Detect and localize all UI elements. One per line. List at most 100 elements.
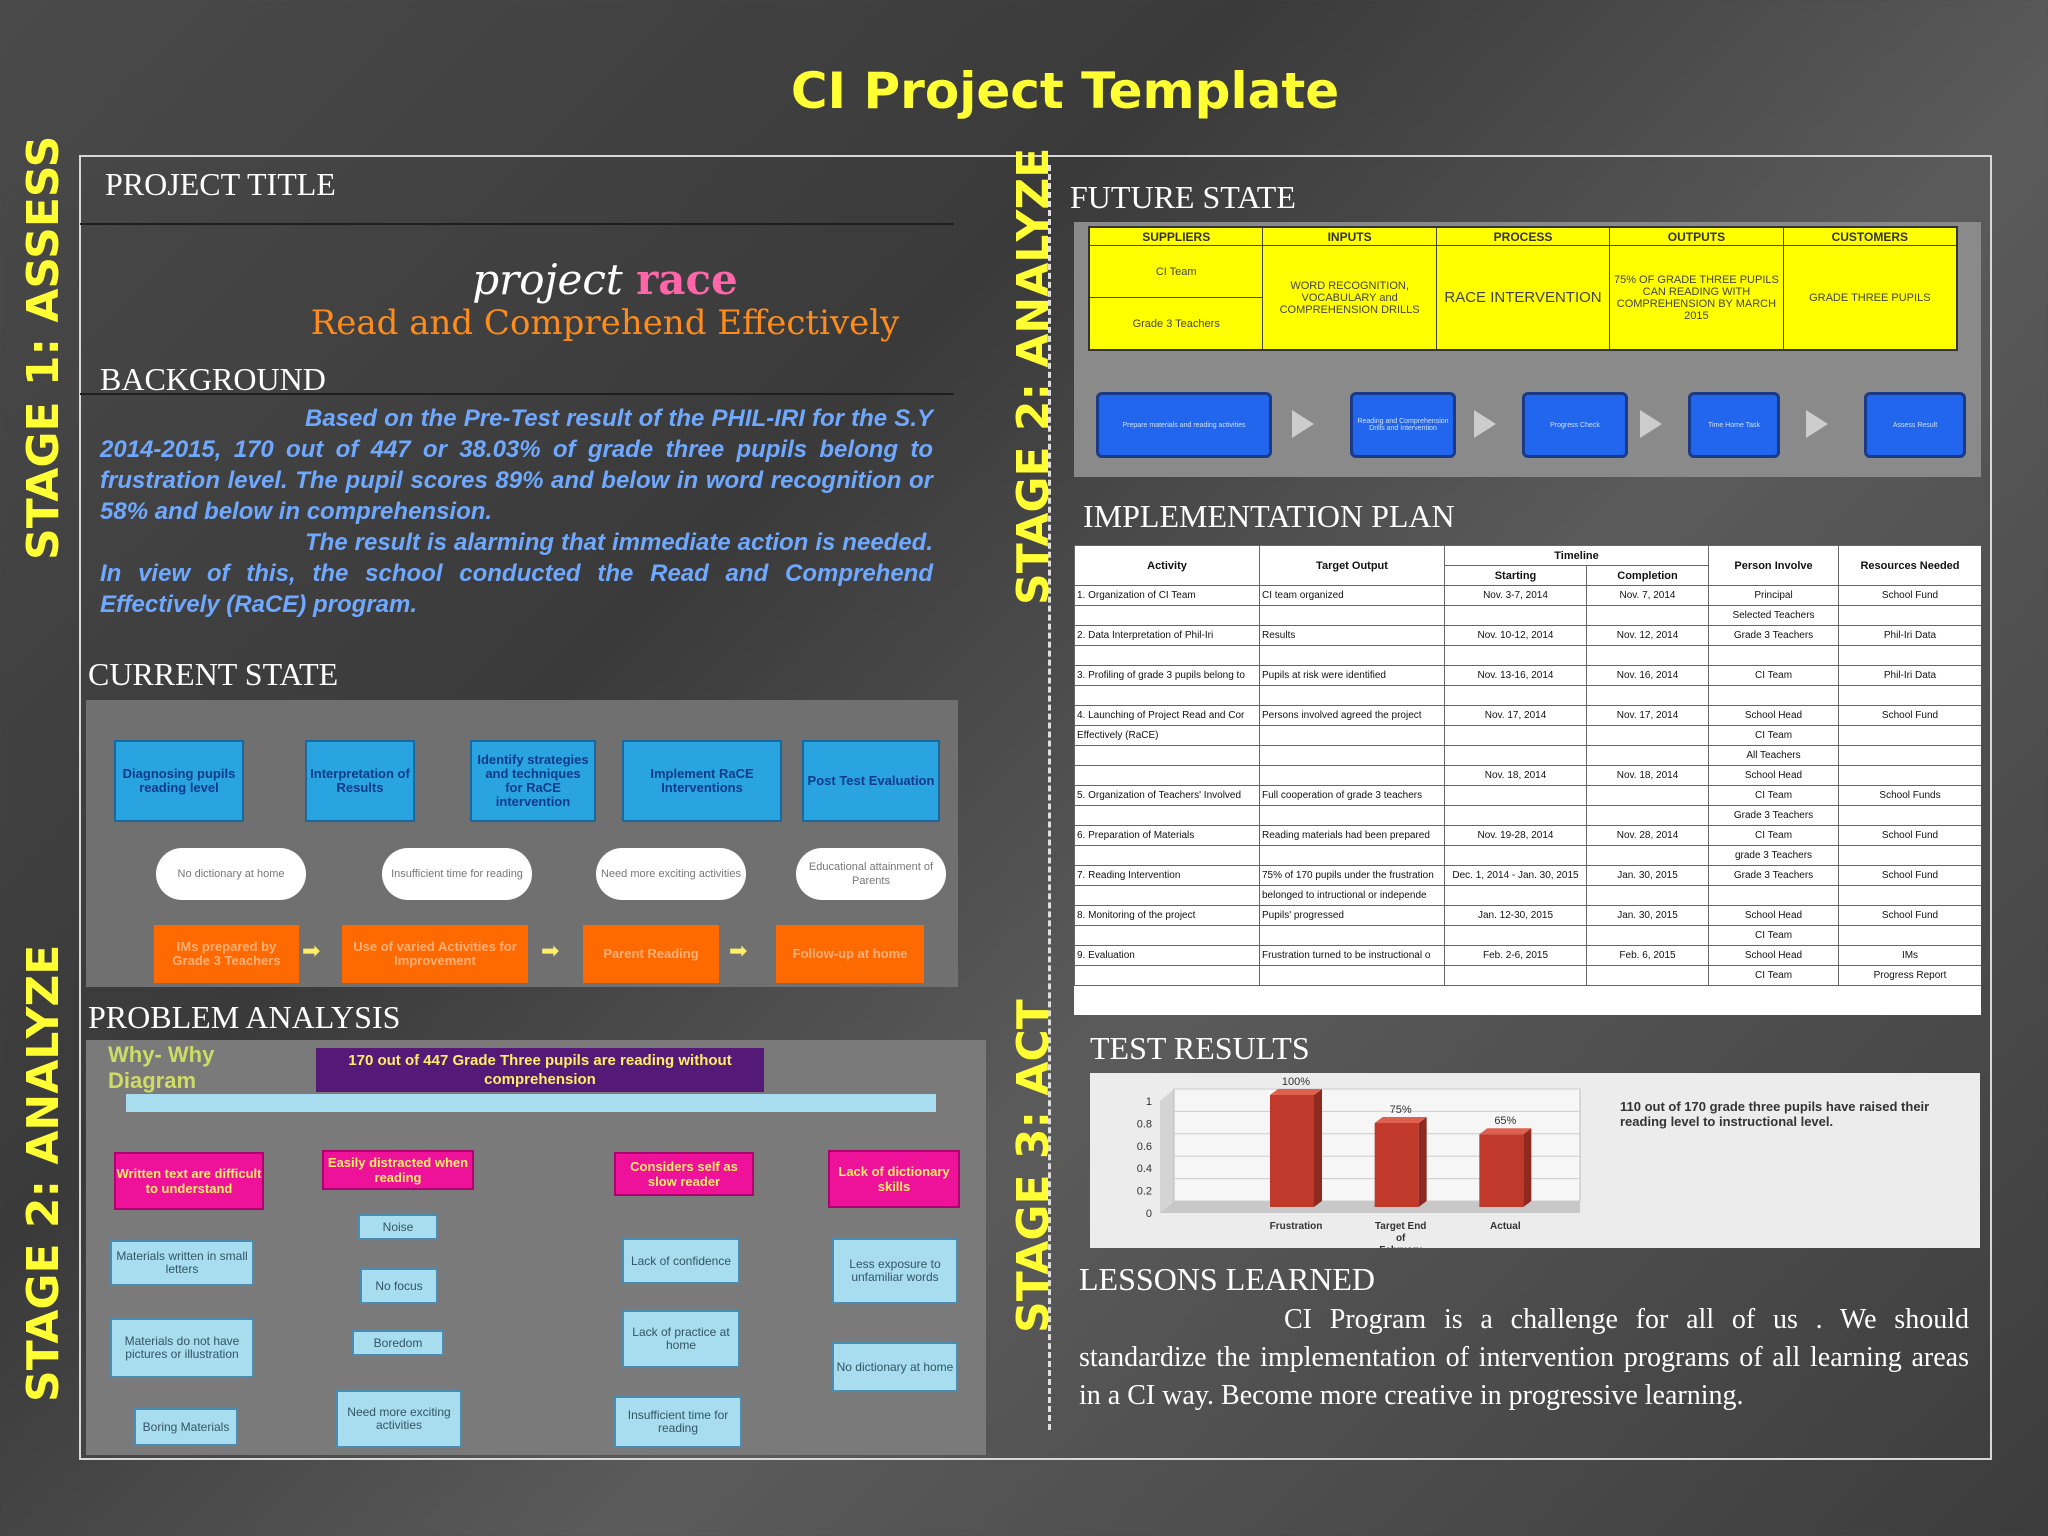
chart-floor — [1160, 1201, 1580, 1213]
future-state-heading: FUTURE STATE — [1070, 179, 1296, 215]
table-cell — [1838, 645, 1981, 666]
table-cell — [1838, 685, 1981, 706]
bar — [1374, 1123, 1419, 1207]
table-cell — [1838, 805, 1981, 826]
table-cell — [1444, 685, 1587, 706]
sipoc-inputs: WORD RECOGNITION, VOCABULARY and COMPREH… — [1279, 279, 1420, 316]
table-cell — [1444, 605, 1587, 626]
cs-step: Post Test Evaluation — [802, 740, 940, 822]
sipoc-header: CUSTOMERS — [1783, 228, 1957, 246]
cause-item: Need more exciting activities — [336, 1390, 462, 1448]
table-cell: CI Team — [1708, 925, 1839, 946]
arrow-right-icon — [1640, 410, 1662, 438]
cs-cloud: Educational attainment of Parents — [796, 848, 946, 900]
background-text: Based on the Pre-Test result of the PHIL… — [100, 403, 933, 620]
table-cell — [1708, 885, 1839, 906]
sipoc-header: OUTPUTS — [1610, 228, 1783, 246]
table-cell — [1838, 845, 1981, 866]
table-cell: 7. Reading Intervention — [1074, 865, 1260, 886]
table-cell — [1444, 725, 1587, 746]
table-cell — [1444, 845, 1587, 866]
bar-top — [1479, 1128, 1532, 1135]
table-cell: Results — [1259, 625, 1445, 646]
bar-top — [1270, 1089, 1322, 1095]
flow-step: Reading and Comprehension Drills and Int… — [1350, 392, 1456, 458]
table-cell: CI Team — [1708, 785, 1839, 806]
table-cell: CI Team — [1708, 825, 1839, 846]
table-cell: Nov. 3-7, 2014 — [1444, 585, 1587, 606]
table-cell — [1074, 645, 1260, 666]
table-cell — [1259, 965, 1445, 986]
table-cell — [1074, 805, 1260, 826]
header-resources: Resources Needed — [1838, 545, 1981, 586]
stage-analyze-right-label: STAGE 2: ANALYZE — [1008, 147, 1059, 605]
table-cell: Grade 3 Teachers — [1708, 805, 1839, 826]
y-tick-label: 0 — [1146, 1208, 1152, 1220]
table-cell — [1708, 645, 1839, 666]
table-cell: Nov. 19-28, 2014 — [1444, 825, 1587, 846]
table-cell: Phil-Iri Data — [1838, 625, 1981, 646]
table-cell: Frustration turned to be instructional o — [1259, 945, 1445, 966]
background-paragraph: The result is alarming that immediate ac… — [100, 529, 933, 618]
why-why-title-line: Why- Why — [108, 1042, 215, 1067]
y-tick-label: 1 — [1146, 1096, 1152, 1108]
y-tick-label: 0.2 — [1137, 1186, 1152, 1198]
table-cell — [1838, 725, 1981, 746]
table-cell — [1838, 745, 1981, 766]
table-cell — [1074, 745, 1260, 766]
table-cell — [1708, 685, 1839, 706]
flow-step: Time Home Task — [1688, 392, 1780, 458]
arrow-right-icon — [1292, 410, 1314, 438]
y-tick-label: 0.8 — [1137, 1118, 1152, 1130]
table-row — [1074, 645, 1981, 666]
table-cell — [1838, 605, 1981, 626]
cs-cloud: Need more exciting activities — [596, 848, 746, 900]
table-cell: Selected Teachers — [1708, 605, 1839, 626]
column-divider — [1048, 165, 1051, 1430]
implementation-plan-heading: IMPLEMENTATION PLAN — [1083, 498, 1455, 534]
header-timeline: Timeline — [1444, 545, 1709, 566]
current-state-heading: CURRENT STATE — [88, 656, 339, 692]
sipoc-outputs: 75% OF GRADE THREE PUPILS CAN READING WI… — [1613, 273, 1779, 322]
cause-item: Lack of confidence — [622, 1238, 740, 1284]
table-cell: Jan. 30, 2015 — [1586, 905, 1709, 926]
table-cell — [1838, 765, 1981, 786]
cause-item: Boredom — [352, 1330, 444, 1356]
main-cause: Written text are difficult to understand — [114, 1152, 264, 1210]
table-row: Selected Teachers — [1074, 605, 1981, 626]
background-heading: BACKGROUND — [100, 361, 326, 397]
table-cell — [1074, 765, 1260, 786]
project-title-heading: PROJECT TITLE — [105, 166, 336, 202]
table-cell — [1444, 885, 1587, 906]
table-cell: School Fund — [1838, 905, 1981, 926]
table-cell — [1586, 725, 1709, 746]
table-cell: Nov. 12, 2014 — [1586, 625, 1709, 646]
table-cell — [1586, 645, 1709, 666]
table-row: All Teachers — [1074, 745, 1981, 766]
table-cell: Principal — [1708, 585, 1839, 606]
table-cell: School Head — [1708, 765, 1839, 786]
sipoc-customers: GRADE THREE PUPILS — [1809, 291, 1931, 304]
table-cell — [1074, 885, 1260, 906]
table-cell: Persons involved agreed the project — [1259, 705, 1445, 726]
table-cell: Pupils' progressed — [1259, 905, 1445, 926]
table-cell — [1444, 645, 1587, 666]
table-cell: 75% of 170 pupils under the frustration — [1259, 865, 1445, 886]
cs-action: Parent Reading — [583, 925, 719, 983]
stage-analyze-left-label: STAGE 2: ANALYZE — [18, 944, 69, 1402]
table-cell: Reading materials had been prepared — [1259, 825, 1445, 846]
table-cell: CI Team — [1708, 665, 1839, 686]
table-cell — [1074, 685, 1260, 706]
current-state-diagram: Diagnosing pupils reading level Interpre… — [86, 700, 958, 987]
divider — [80, 223, 954, 225]
table-cell: Nov. 18, 2014 — [1586, 765, 1709, 786]
table-cell: Nov. 10-12, 2014 — [1444, 625, 1587, 646]
table-cell: CI Team — [1708, 725, 1839, 746]
flow-step: Prepare materials and reading activities — [1096, 392, 1272, 458]
table-cell: School Fund — [1838, 865, 1981, 886]
table-cell: Progress Report — [1838, 965, 1981, 986]
table-cell: belonged to intructional or independe — [1259, 885, 1445, 906]
data-label: 75% — [1390, 1104, 1412, 1116]
